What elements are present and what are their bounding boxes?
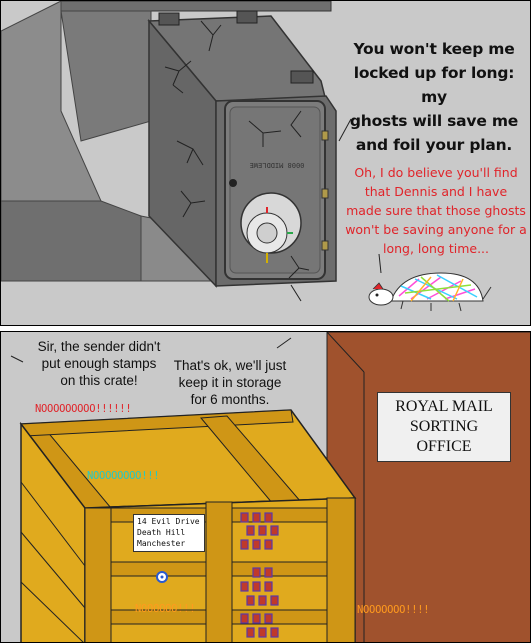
tortoise-drawing [368,272,492,312]
cry-cyan: NOOOOOOOO!!! [87,470,160,482]
speech-line: That's ok, we'll just [173,358,287,373]
cry-orange-floor: NOOOOOOO!!!! [357,604,430,616]
villain-speech: You won't keep me locked up for long: my… [339,37,529,157]
address-line: Death Hill [137,528,186,537]
sign-line: ROYAL MAIL [395,398,493,415]
sign-line: OFFICE [416,438,472,455]
speech-line: You won't keep me [353,40,515,58]
address-line: Manchester [137,539,186,548]
sign-line: SORTING [409,418,479,435]
panel-safe: You won't keep me locked up for long: my… [0,0,531,326]
speech-line: long, long time... [382,241,490,256]
safe-scene [1,1,492,312]
speech-line: that Dennis and I have [364,184,508,199]
speech-line: put enough stamps [41,356,157,371]
clerk2-speech: That's ok, we'll just keep it in storage… [163,357,297,408]
address-line: 14 Evil Drive [137,517,200,526]
speech-line: Oh, I do believe you'll find [354,165,518,180]
cry-red: NOOOOOOOOO!!!!!! [35,403,132,415]
panel-sorting-office: Sir, the sender didn't put enough stamps… [0,331,531,643]
safe-brand-plate: 0008 MIDDLEWE [249,161,305,169]
royal-mail-sign: ROYAL MAIL SORTING OFFICE [377,392,511,462]
speech-line: won't be saving anyone for a [345,222,527,237]
speech-line: for 6 months. [190,392,270,407]
clerk1-speech: Sir, the sender didn't put enough stamps… [23,338,175,389]
speech-line: and foil your plan. [355,136,513,154]
speech-line: made sure that those ghosts [346,203,526,218]
tortoise-speech: Oh, I do believe you'll find that Dennis… [343,163,529,258]
speech-line: Sir, the sender didn't [37,339,161,354]
speech-line: locked up for long: my [353,64,515,106]
speech-line: ghosts will save me [349,112,519,130]
speech-line: keep it in storage [178,375,282,390]
speech-line: on this crate! [60,373,138,388]
cry-orange-crate: NOOOOOO!!! [135,603,196,615]
crate-address-label: 14 Evil Drive Death Hill Manchester [133,514,205,552]
